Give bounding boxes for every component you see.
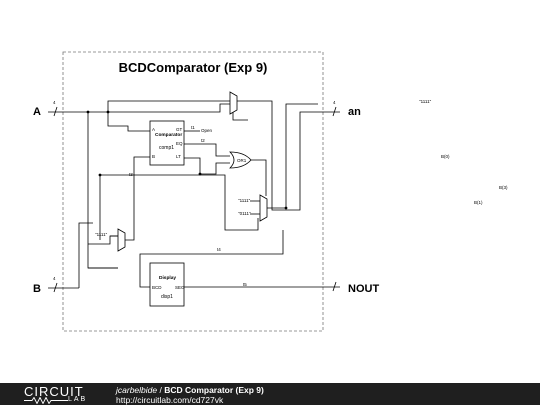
display-pin-bcd: BCD	[152, 285, 162, 290]
comparator-name: Comparator	[155, 132, 182, 138]
port-a-label: A	[33, 106, 41, 118]
wires	[48, 100, 340, 293]
comparator-pin-b: B	[152, 154, 155, 159]
port-an-label: an	[348, 106, 361, 118]
an-bus-width: 4	[333, 100, 336, 105]
project-url[interactable]: http://circuitlab.com/cd727vk	[116, 395, 224, 405]
subcircuit-frame	[62, 51, 324, 332]
project-name[interactable]: BCD Comparator (Exp 9)	[164, 385, 264, 395]
net-t4: t4	[217, 247, 221, 252]
schematic-canvas: BCDComparator (Exp 9) A B an NOUT 4 4 4	[33, 51, 508, 332]
a-bus-width: 4	[53, 100, 56, 105]
display-block	[149, 262, 185, 307]
comparator-pin-a: A	[152, 127, 155, 132]
port-b-label: B	[33, 283, 41, 295]
display-name: Display	[159, 275, 176, 281]
net-t3: t3	[129, 172, 133, 177]
net-t5: t5	[243, 282, 247, 287]
comparator-pin-lt: LT	[176, 154, 181, 159]
circuitlab-logo-top: CIRCUIT	[24, 384, 84, 399]
floating-b0: B(0)	[441, 154, 450, 159]
floating-b3: B(3)	[499, 185, 508, 190]
footer-bar: CIRCUIT LAB jcarbelbide / BCD Comparator…	[0, 383, 540, 405]
display-ref: disp1	[161, 294, 173, 300]
display-pin-seg: SEG	[175, 285, 185, 290]
junctions	[86, 110, 288, 210]
comparator-ref: comp1	[159, 145, 174, 151]
b-bus-width: 4	[53, 276, 56, 281]
floating-b1: B(1)	[474, 200, 483, 205]
mux-top	[229, 91, 238, 115]
open-label: Open	[201, 128, 213, 133]
mux-lower	[117, 228, 126, 252]
or-gate-ref: OR1	[237, 158, 247, 163]
const-0111-mux2: "0111"	[238, 211, 251, 216]
diagram-title: BCDComparator (Exp 9)	[119, 60, 268, 75]
resistor-logo-icon	[24, 397, 68, 404]
net-t2: t2	[201, 138, 205, 143]
comparator-block	[149, 120, 185, 166]
credit-separator: /	[157, 385, 165, 395]
comparator-pin-gt: GT	[176, 127, 183, 132]
comparator-pin-eq: EQ	[176, 141, 183, 146]
const-1111-lower: "1111"	[95, 232, 108, 237]
net-t1: t1	[191, 125, 195, 130]
or-gate	[229, 151, 252, 169]
mux-two	[259, 194, 268, 222]
circuitlab-logo-bottom: LAB	[68, 396, 88, 403]
const-1111-far: "1111"	[419, 99, 432, 104]
const-1111-mux2: "1111"	[238, 198, 251, 203]
credit-line: jcarbelbide / BCD Comparator (Exp 9)	[116, 385, 264, 395]
port-nout-label: NOUT	[348, 283, 379, 295]
author-name[interactable]: jcarbelbide	[116, 385, 158, 395]
